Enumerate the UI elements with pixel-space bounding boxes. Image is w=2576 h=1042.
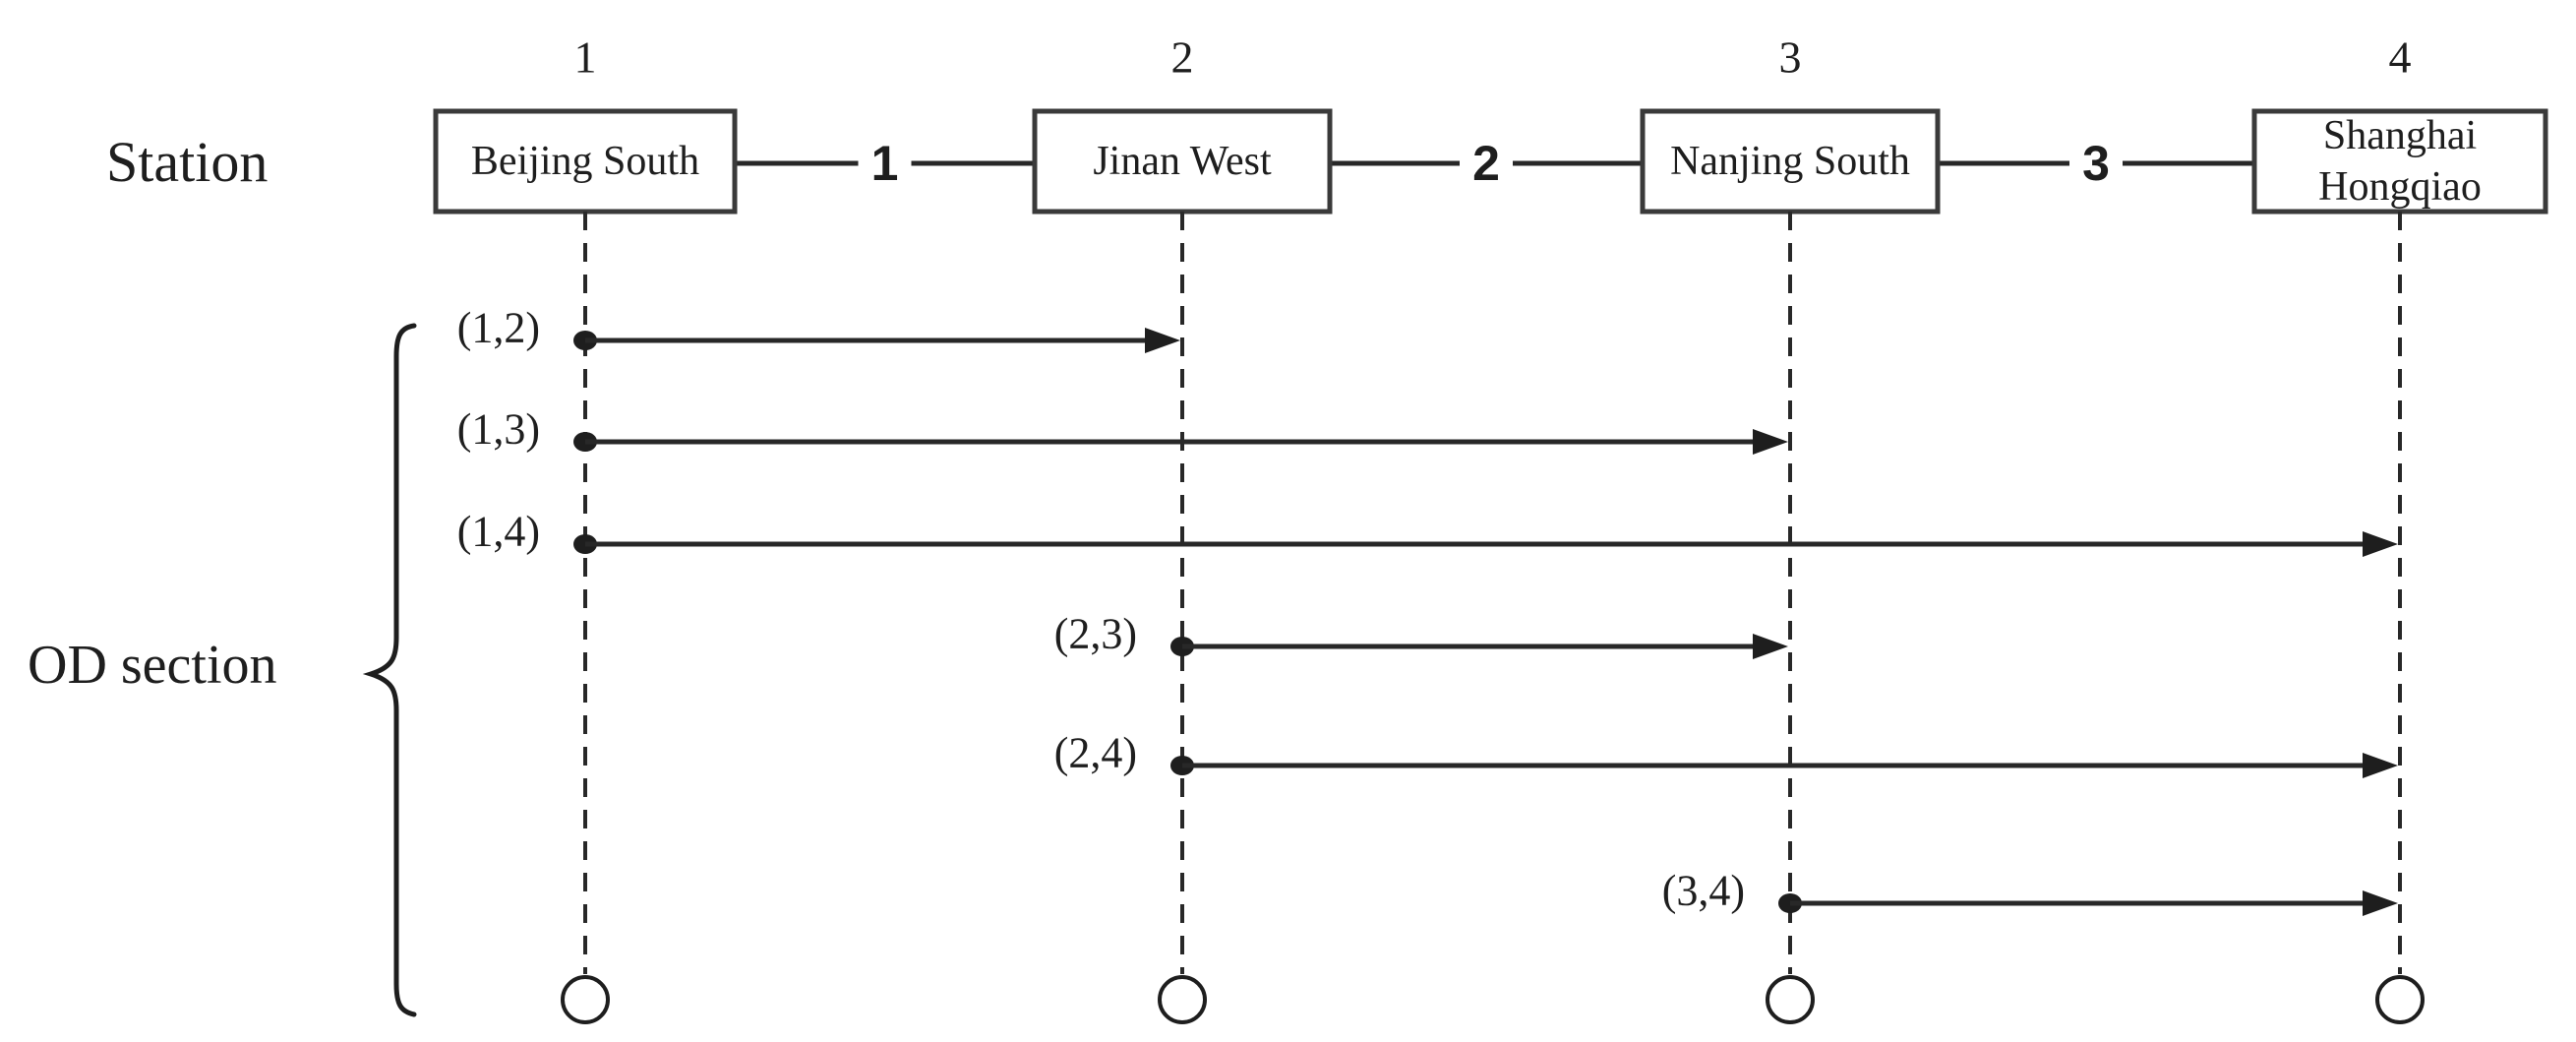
station-terminal-circle-icon [1766, 975, 1815, 1024]
section-number-backplate [2069, 132, 2123, 195]
station-terminal-circle-icon [1158, 975, 1207, 1024]
station-number: 1 [574, 32, 597, 83]
od-group-brace-icon [362, 323, 417, 1017]
station-box [2251, 108, 2548, 215]
od-pair-label: (2,4) [1054, 729, 1137, 777]
od-arrowhead-icon [1145, 328, 1180, 353]
station-axis-label: Station [106, 130, 269, 194]
station-terminal-circle-icon [2375, 975, 2425, 1024]
station-box [433, 108, 738, 215]
section-number: 3 [2082, 136, 2110, 191]
station-number: 4 [2389, 32, 2412, 83]
station-name-line: Shanghai [2323, 113, 2477, 158]
od-pair-label: (1,4) [457, 508, 540, 556]
section-number-backplate [858, 132, 912, 195]
section-number-backplate [1460, 132, 1513, 195]
station-terminal-circle-icon [561, 975, 610, 1024]
od-pair-label: (3,4) [1662, 867, 1745, 915]
od-arrowhead-icon [2363, 890, 2398, 916]
station-name: Beijing South [471, 139, 699, 184]
od-arrowhead-icon [1753, 429, 1788, 455]
section-number: 1 [871, 136, 899, 191]
od-section-label: OD section [28, 635, 277, 696]
section-number: 2 [1472, 136, 1500, 191]
station-name: Jinan West [1093, 139, 1272, 184]
od-arrowhead-icon [1753, 634, 1788, 659]
station-name: Nanjing South [1670, 139, 1910, 184]
station-box [1640, 108, 1941, 215]
od-arrowhead-icon [2363, 531, 2398, 557]
od-pair-label: (1,2) [457, 304, 540, 352]
station-number: 3 [1779, 32, 1802, 83]
od-pair-label: (2,3) [1054, 610, 1137, 658]
station-number: 2 [1171, 32, 1194, 83]
od-arrowhead-icon [2363, 753, 2398, 778]
od-pair-label: (1,3) [457, 405, 540, 454]
station-name-line: Hongqiao [2318, 164, 2482, 210]
